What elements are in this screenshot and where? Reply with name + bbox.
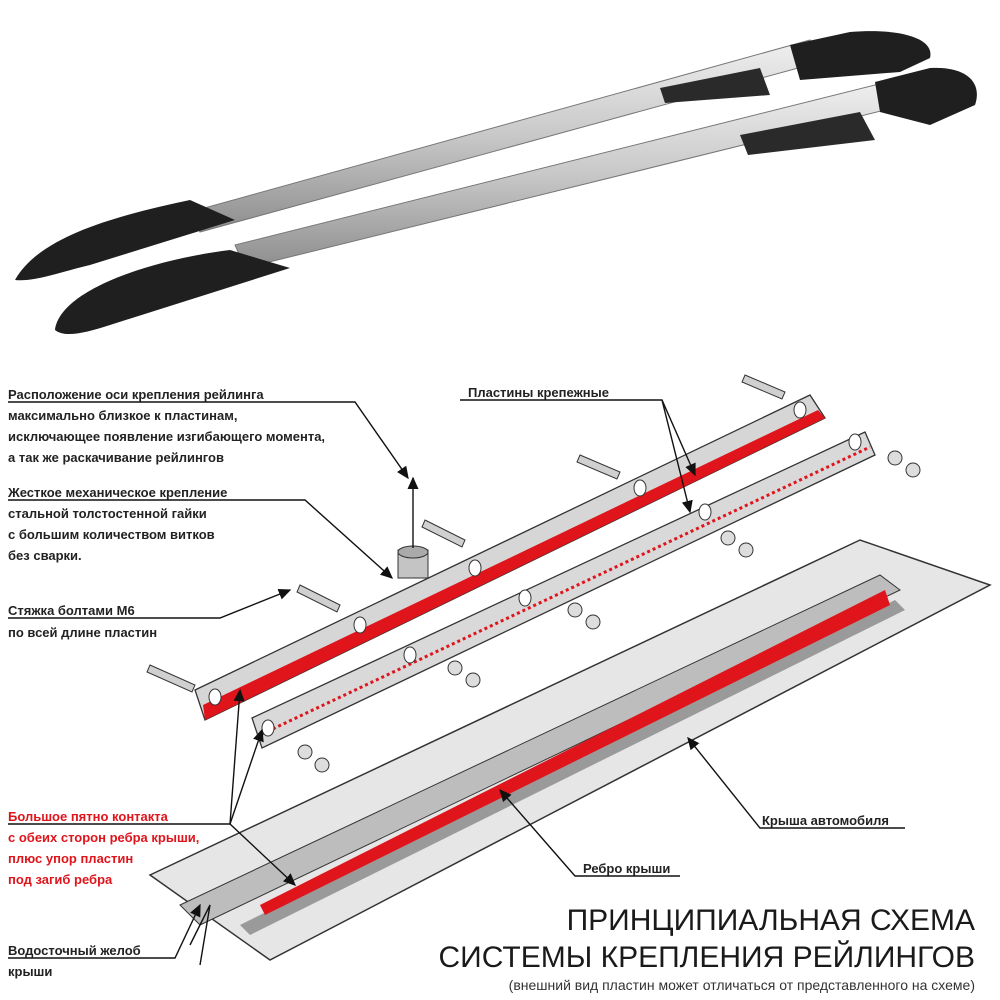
title-note: (внешний вид пластин может отличаться от… <box>509 977 975 993</box>
label-rigid-mount: стальной толстостенной гайки <box>8 506 207 521</box>
washer-nut-icon <box>297 450 921 773</box>
label-rib: Ребро крыши <box>583 861 670 876</box>
label-bolts: по всей длине пластин <box>8 625 157 640</box>
end-cap-icon <box>15 200 235 281</box>
label-bolts: Стяжка болтами М6 <box>8 603 135 618</box>
contact-area <box>260 590 890 915</box>
label-gutter: крыши <box>8 964 52 979</box>
label-rigid-mount: Жесткое механическое крепление <box>7 485 227 500</box>
title-line-1: ПРИНЦИПИАЛЬНАЯ СХЕМА <box>567 904 975 937</box>
rail-back <box>15 31 931 281</box>
end-cap-icon <box>790 31 931 81</box>
label-contact: под загиб ребра <box>8 872 113 887</box>
label-plates: Пластины крепежные <box>468 385 609 400</box>
title-line-2: СИСТЕМЫ КРЕПЛЕНИЯ РЕЙЛИНГОВ <box>439 940 976 974</box>
label-axis-position: исключающее появление изгибающего момент… <box>8 429 325 444</box>
bolt-icon <box>146 374 786 693</box>
rail-front <box>55 67 977 335</box>
mounting-plates <box>146 374 921 773</box>
label-rigid-mount: без сварки. <box>8 548 82 563</box>
label-axis-position: максимально близкое к пластинам, <box>8 408 237 423</box>
label-axis-position: Расположение оси крепления рейлинга <box>8 387 264 402</box>
label-contact: Большое пятно контакта <box>8 809 169 824</box>
leader-lines <box>8 399 905 959</box>
label-axis-position: а так же раскачивание рейлингов <box>8 450 224 465</box>
label-contact: плюс упор пластин <box>8 851 133 866</box>
car-roof <box>148 539 992 966</box>
end-cap-icon <box>55 250 290 335</box>
end-cap-icon <box>875 67 977 125</box>
label-contact: с обеих сторон ребра крыши, <box>8 830 199 845</box>
label-rigid-mount: с большим количеством витков <box>8 527 215 542</box>
roof-rails-illustration <box>15 31 977 335</box>
label-gutter: Водосточный желоб <box>8 943 141 958</box>
label-roof: Крыша автомобиля <box>762 813 889 828</box>
